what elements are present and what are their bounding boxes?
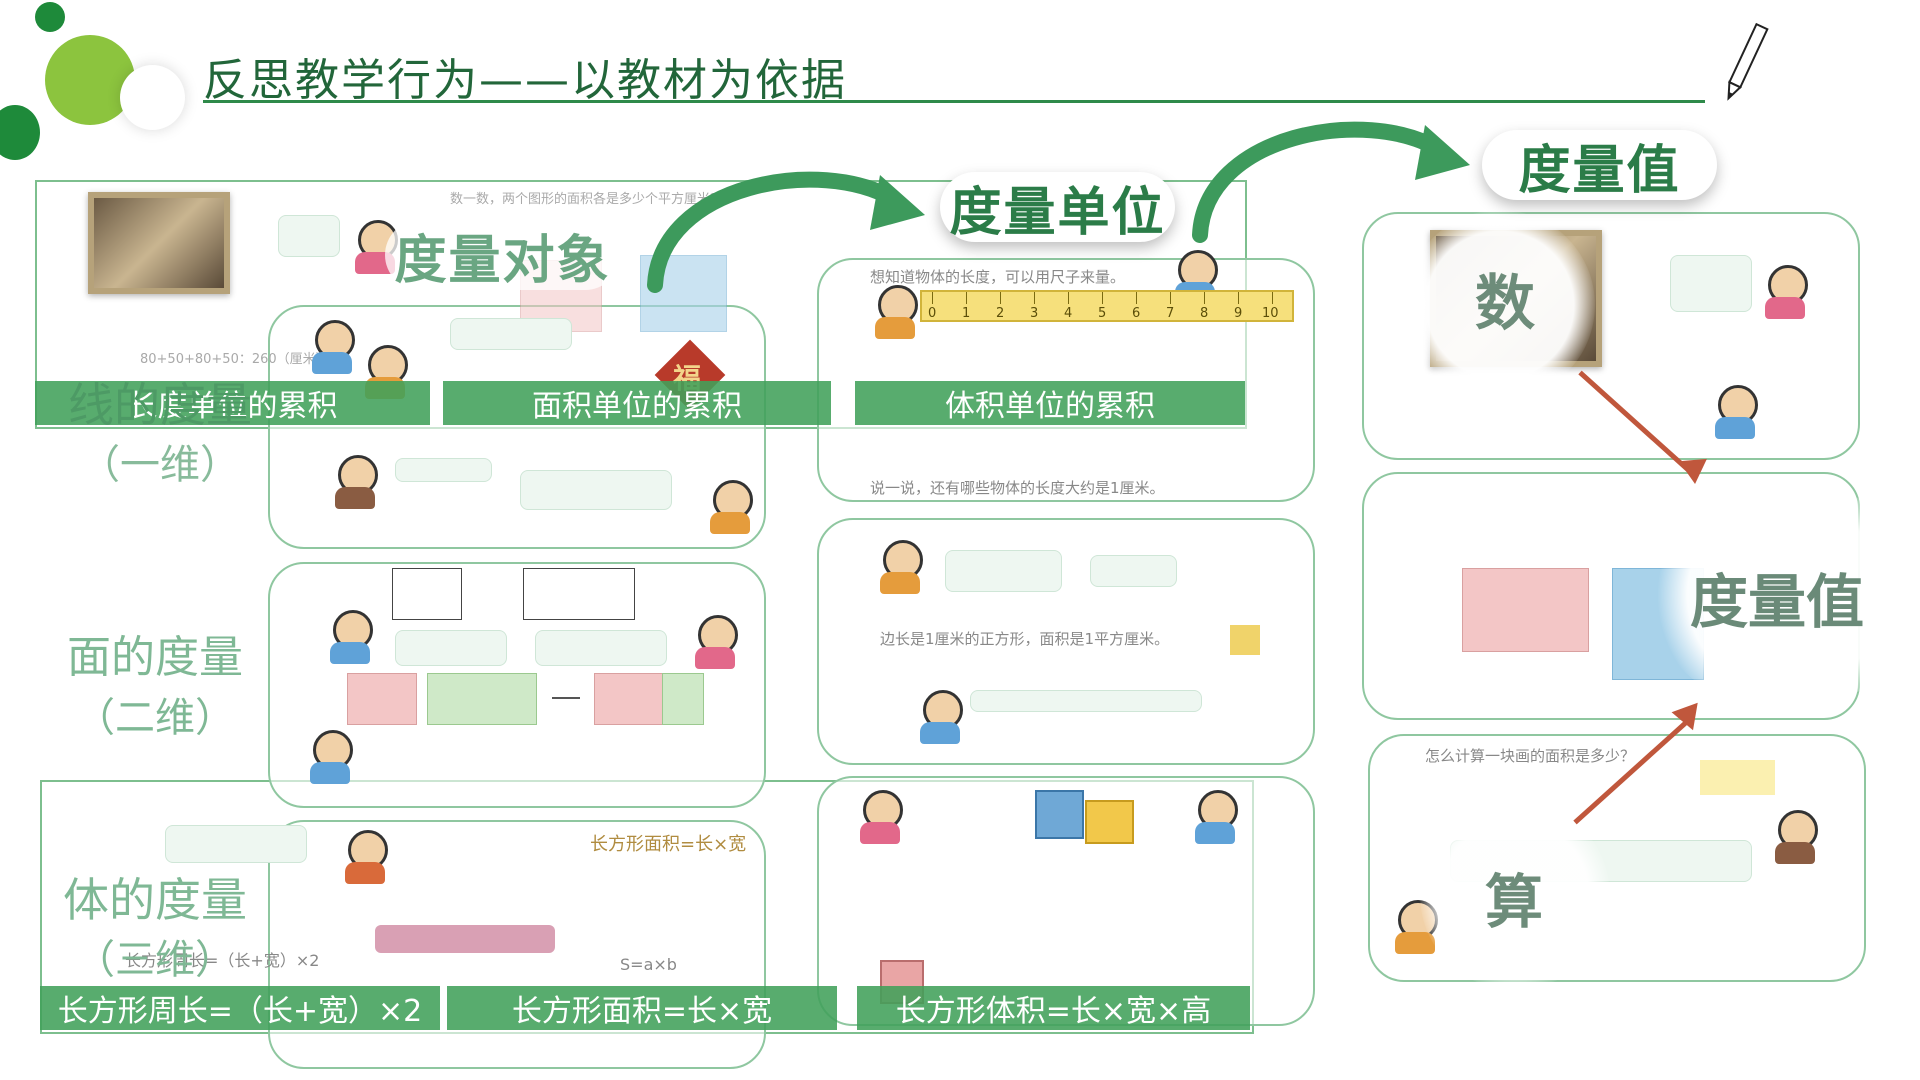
teacher-illustration <box>335 455 378 509</box>
student-illustration <box>860 790 903 844</box>
speech-bubble <box>395 630 507 666</box>
measure-object-label: 度量对象 <box>385 220 620 291</box>
pink-rectangle-shape <box>347 673 417 725</box>
textbook-snippet-8: 长方形周长=（长+宽）×2 <box>125 951 320 970</box>
student-illustration <box>1775 810 1818 864</box>
measure-value-label-top: 度量值 <box>1482 130 1717 201</box>
textbook-snippet-5: 边长是1厘米的正方形，面积是1平方厘米。 <box>880 630 1170 648</box>
speech-bubble <box>450 318 572 350</box>
volume-accum-bar: 体积单位的累积 <box>855 381 1245 425</box>
volume-formula-bar: 长方形体积=长×宽×高 <box>857 986 1250 1030</box>
student-illustration <box>875 285 918 339</box>
green-rectangle-shape <box>427 673 537 725</box>
painting-image <box>88 192 230 294</box>
yellow-note <box>1700 760 1775 795</box>
pink-rectangle-shape <box>594 673 664 725</box>
textbook-snippet-2: 80+50+80+50：260（厘米） <box>140 352 329 367</box>
student-illustration <box>310 730 353 784</box>
textbook-snippet-1: 数一数，两个图形的面积各是多少个平方厘米？ <box>450 192 724 207</box>
student-illustration <box>330 610 373 664</box>
table-illustration <box>375 925 555 953</box>
speech-bubble <box>165 825 307 863</box>
textbook-snippet-7: S=a×b <box>620 955 677 974</box>
area-accum-bar: 面积单位的累积 <box>443 381 831 425</box>
speech-bubble <box>535 630 667 666</box>
textbook-snippet-3: 想知道物体的长度，可以用尺子来量。 <box>870 268 1126 286</box>
student-illustration <box>1195 790 1238 844</box>
textbook-snippet-9: 怎么计算一块画的面积是多少？ <box>1425 747 1636 765</box>
student-illustration <box>1715 385 1758 439</box>
pencil-icon <box>1727 22 1769 101</box>
speech-bubble <box>395 458 492 482</box>
highlight-circle <box>1420 800 1610 990</box>
student-illustration <box>880 540 923 594</box>
speech-bubble <box>1090 555 1177 587</box>
teacher-illustration <box>345 830 388 884</box>
blue-grid-shape <box>640 255 727 332</box>
student-illustration <box>312 320 355 374</box>
curved-arrow-icon <box>647 171 925 293</box>
speech-bubble <box>970 690 1202 712</box>
gift-box-blue <box>1035 790 1084 839</box>
curved-arrow-icon <box>1192 121 1470 243</box>
title-underline <box>203 100 1705 103</box>
deco-circle-bottom <box>0 105 40 160</box>
deco-circle-small <box>35 2 65 32</box>
line-measure-label: 线的度量 （一维） <box>68 378 252 488</box>
textbook-snippet-4: 说一说，还有哪些物体的长度大约是1厘米。 <box>870 479 1165 497</box>
highlight-circle <box>1650 480 1920 710</box>
speech-bubble <box>1670 255 1752 312</box>
volume-measure-label: 体的度量 （三维） <box>63 873 247 983</box>
green-rectangle-shape <box>662 673 704 725</box>
speech-bubble <box>278 215 340 257</box>
speech-bubble <box>520 470 672 510</box>
highlight-circle <box>1405 210 1595 400</box>
length-accum-bar: 长度单位的累积 <box>35 381 430 425</box>
arrow-right-icon <box>552 697 580 699</box>
area-formula-bar: 长方形面积=长×宽 <box>447 986 837 1030</box>
student-illustration <box>710 480 753 534</box>
white-square-shape <box>392 568 462 620</box>
perimeter-formula-bar: 长方形周长=（长+宽）×2 <box>40 986 440 1030</box>
count-label: 数 <box>1475 269 1535 339</box>
measure-value-label-right: 度量值 <box>1690 568 1865 636</box>
calc-label: 算 <box>1485 868 1544 936</box>
textbook-snippet-6: 长方形面积=长×宽 <box>590 834 747 855</box>
deco-circle-white <box>120 65 185 130</box>
page-title: 反思教学行为——以教材为依据 <box>203 55 847 106</box>
student-illustration <box>920 690 963 744</box>
deco-circle-large <box>45 35 135 125</box>
arrow-head-icon <box>1679 458 1709 486</box>
student-illustration <box>1765 265 1808 319</box>
measure-unit-label: 度量单位 <box>940 172 1175 243</box>
unit-square <box>1230 625 1260 655</box>
pink-rectangle-shape <box>1462 568 1589 652</box>
ruler: 0 1 2 3 4 5 6 7 8 9 10 <box>920 290 1294 322</box>
speech-bubble <box>945 550 1062 592</box>
area-measure-label: 面的度量 （二维） <box>67 632 243 741</box>
student-illustration <box>695 615 738 669</box>
white-rectangle-shape <box>523 568 635 620</box>
gift-box-yellow <box>1085 800 1134 844</box>
